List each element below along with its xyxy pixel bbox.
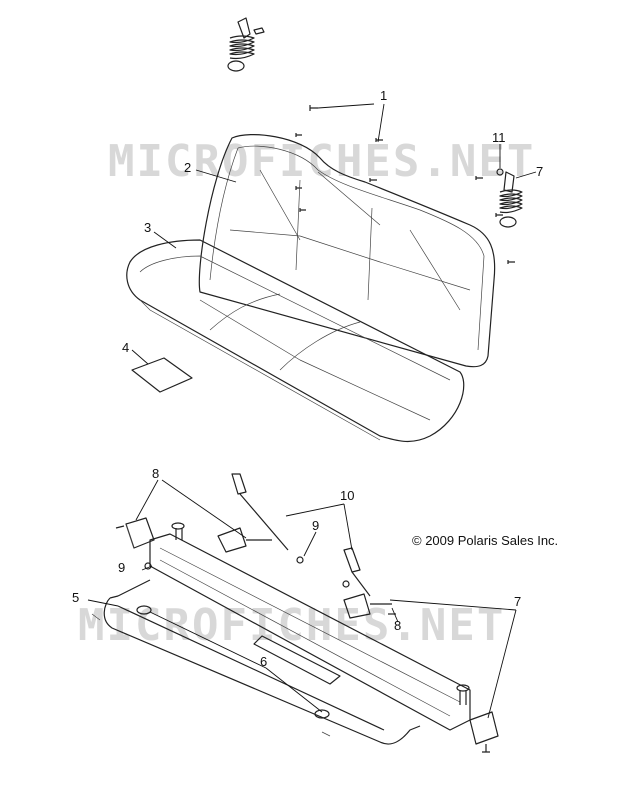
- seat-backrest-part: [198, 134, 496, 368]
- callout-11: 11: [492, 130, 506, 145]
- callout-8-right: 8: [394, 618, 401, 633]
- latch-and-struts-part: [115, 473, 499, 753]
- leader-lines: [87, 103, 537, 719]
- callout-7-bottom: 7: [514, 594, 521, 609]
- callout-8-left: 8: [152, 466, 159, 481]
- seat-cushion-part: [126, 239, 465, 443]
- callout-4: 4: [122, 340, 129, 355]
- callout-9-mid: 9: [312, 518, 319, 533]
- decal-part: [131, 357, 193, 393]
- spring-top-part: [227, 17, 265, 72]
- spring-right-part: [496, 168, 523, 228]
- watermark-top: MICROFICHES.NET: [108, 136, 535, 187]
- callout-9-left: 9: [118, 560, 125, 575]
- callout-6: 6: [260, 654, 267, 669]
- callout-2: 2: [184, 160, 191, 175]
- callout-3: 3: [144, 220, 151, 235]
- screws-part: [295, 105, 515, 264]
- callout-1: 1: [380, 88, 387, 103]
- copyright-text: © 2009 Polaris Sales Inc.: [412, 533, 558, 548]
- callout-10: 10: [340, 488, 354, 503]
- callout-5: 5: [72, 590, 79, 605]
- callout-7-top: 7: [536, 164, 543, 179]
